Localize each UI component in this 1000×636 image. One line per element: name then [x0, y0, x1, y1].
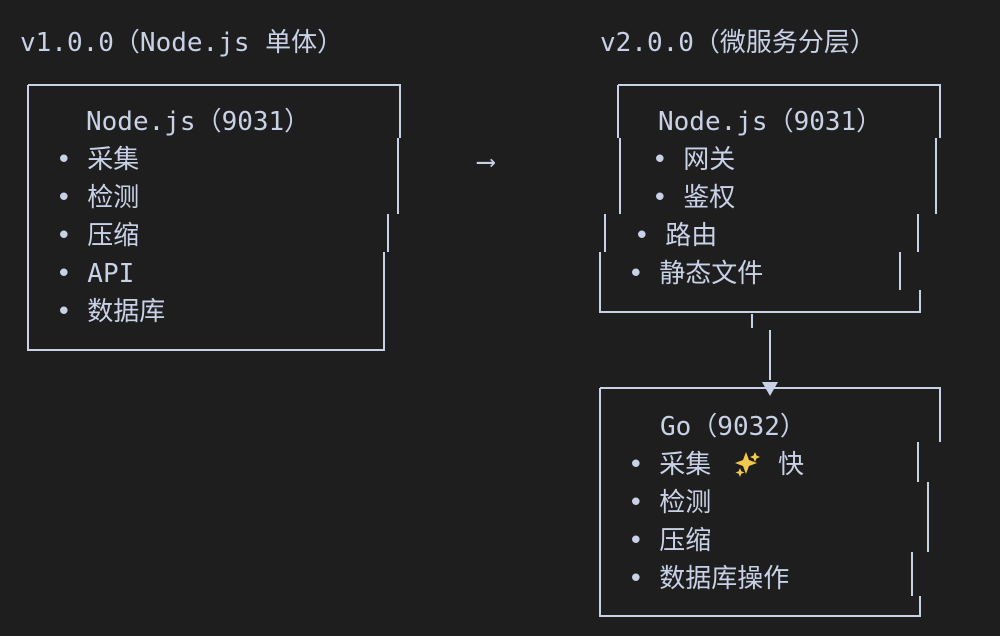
left-item-detect: • 检测 [56, 183, 139, 213]
right-title: v2.0.0（微服务分层） [600, 28, 876, 58]
sparkles-icon [735, 452, 760, 477]
right-bottom-box-title: Go（9032） [660, 412, 806, 442]
left-box-title: Node.js（9031） [86, 107, 310, 137]
connector-line [751, 314, 771, 380]
right-bottom-item-detect: • 检测 [628, 488, 711, 518]
left-item-api: • API [56, 259, 134, 289]
right-top-item-gateway: • 网关 [652, 145, 735, 175]
right-bottom-node-box [599, 387, 941, 617]
left-item-collect: • 采集 [56, 145, 139, 175]
left-title: v1.0.0（Node.js 单体） [20, 28, 344, 58]
left-item-database: • 数据库 [56, 297, 165, 327]
right-top-item-routing: • 路由 [634, 221, 717, 251]
right-top-item-auth: • 鉴权 [652, 183, 735, 213]
right-top-item-static: • 静态文件 [628, 259, 763, 289]
right-top-node-box [599, 84, 941, 313]
right-bottom-item-database-ops: • 数据库操作 [628, 564, 789, 594]
right-bottom-item-fast: 快 [778, 450, 804, 480]
right-bottom-item-compress: • 压缩 [628, 526, 711, 556]
right-bottom-item-collect: • 采集 [628, 450, 711, 480]
flow-arrow: ⟶ [476, 147, 495, 177]
right-top-box-title: Node.js（9031） [658, 107, 882, 137]
left-item-compress: • 压缩 [56, 221, 139, 251]
left-node-box [27, 84, 401, 351]
